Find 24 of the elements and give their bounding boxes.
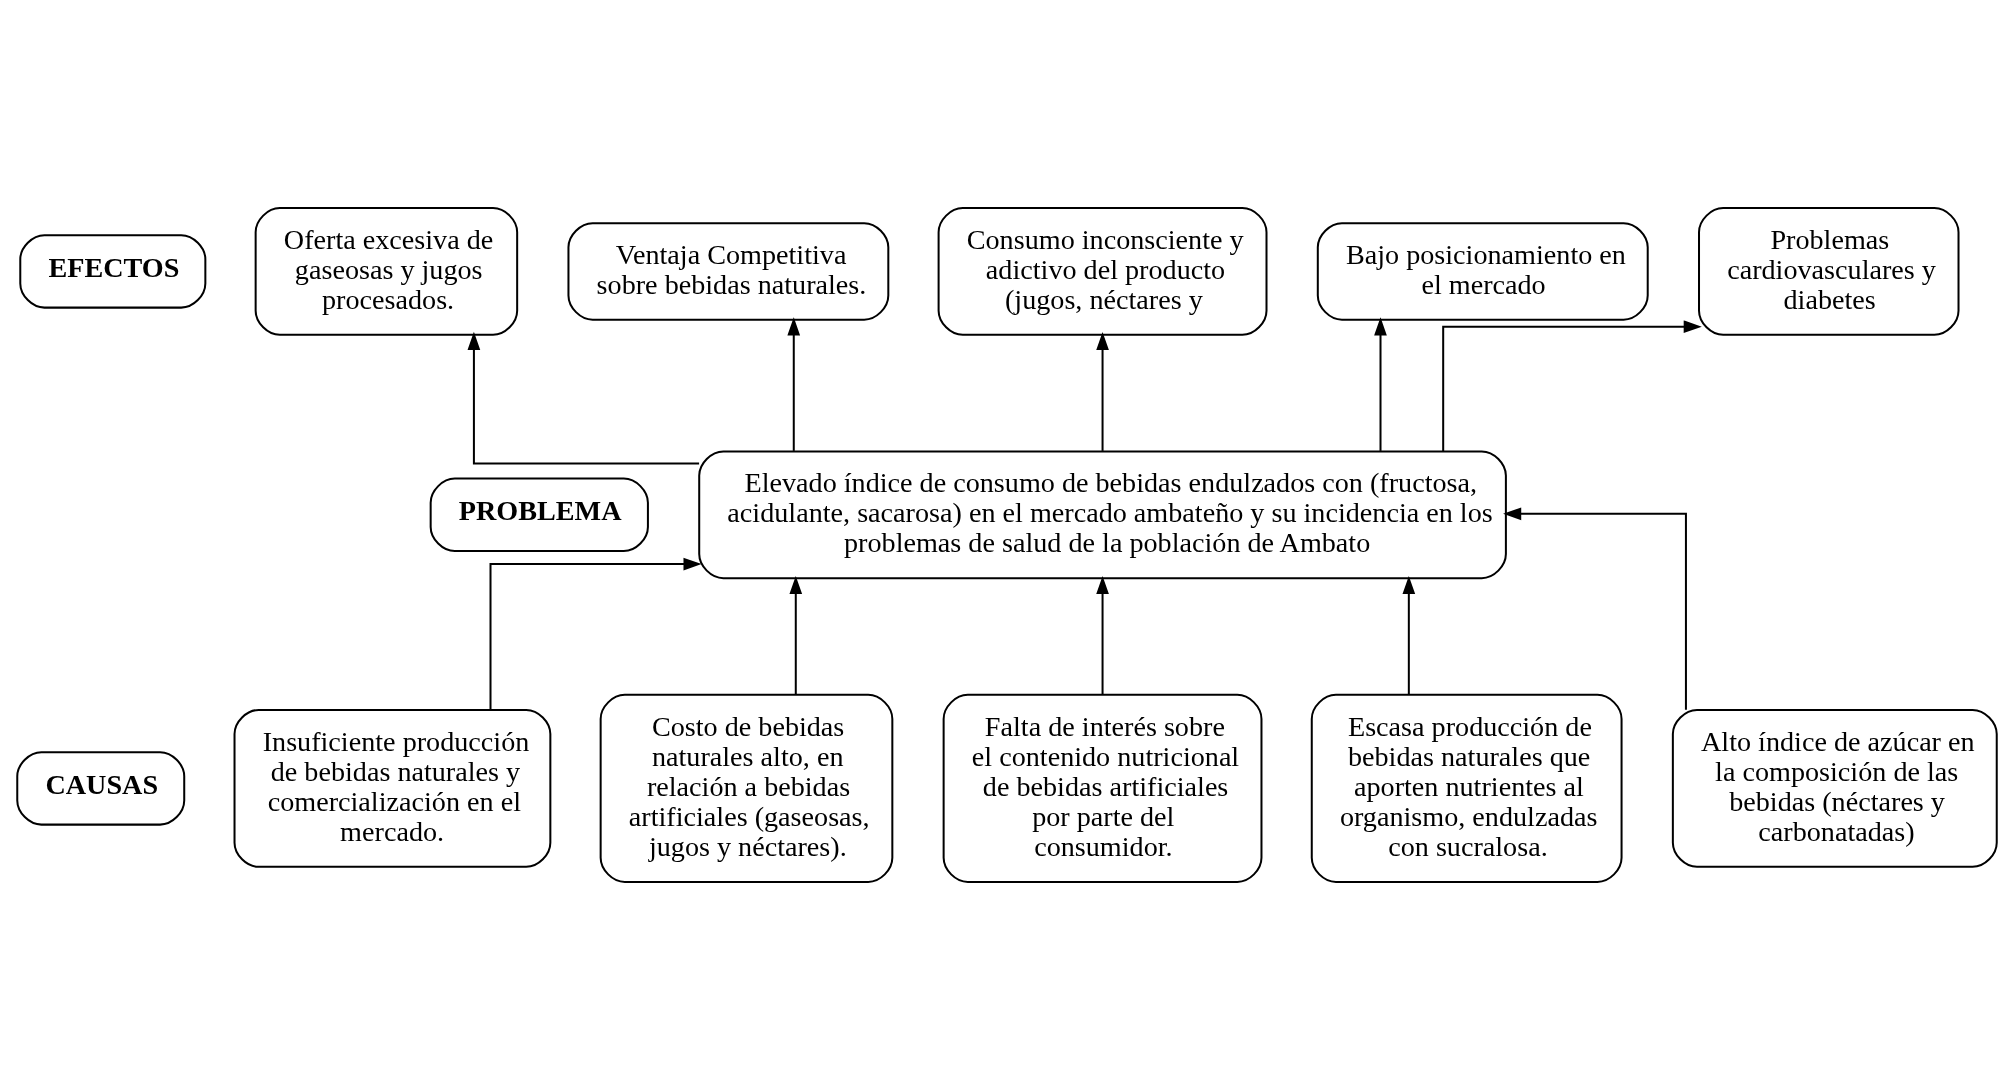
- arrow: [1374, 316, 1387, 451]
- arrow: [489, 557, 702, 709]
- arrow: [1096, 331, 1109, 451]
- node-box: Alto índice de azúcar en la composición de las bebidas (néctares y carbonatadas): [1671, 708, 1998, 868]
- arrow: [1402, 575, 1416, 694]
- arrow: [467, 331, 700, 465]
- node-box: EFECTOS: [19, 233, 207, 309]
- node-box: CAUSAS: [16, 750, 186, 826]
- node-box: Elevado índice de consumo de bebidas endulzados con (fructosa, acidulante, sacarosa) en el mercado ambateño y su incidencia en los problemas de salud de la población de Ambato: [698, 449, 1507, 579]
- node-box: Consumo inconsciente y adictivo del producto (jugos, néctares y: [937, 206, 1268, 336]
- node-box: Problemas cardiovasculares y diabetes: [1698, 206, 1960, 336]
- arrow: [787, 316, 801, 451]
- node-box: Costo de bebidas naturales alto, en relación a bebidas artificiales (gaseosas, jugos y néctares).: [599, 693, 894, 883]
- arrow: [1503, 506, 1687, 710]
- arrow: [789, 575, 803, 694]
- node-box: PROBLEMA: [429, 477, 649, 552]
- arrow: [1442, 319, 1702, 451]
- node-box: Oferta excesiva de gaseosas y jugos procesados.: [254, 206, 519, 336]
- node-box: Falta de interés sobre el contenido nutricional de bebidas artificiales por parte del consumidor.: [942, 693, 1263, 883]
- node-box: Insuficiente producción de bebidas naturales y comercialización en el mercado.: [233, 708, 552, 868]
- node-box: Escasa producción de bebidas naturales que aporten nutrientes al organismo, endulzadas con sucralosa.: [1310, 693, 1623, 883]
- node-box: Ventaja Competitiva sobre bebidas naturales.: [567, 221, 890, 321]
- arrow: [1096, 575, 1109, 694]
- node-box: Bajo posicionamiento en el mercado: [1316, 221, 1649, 321]
